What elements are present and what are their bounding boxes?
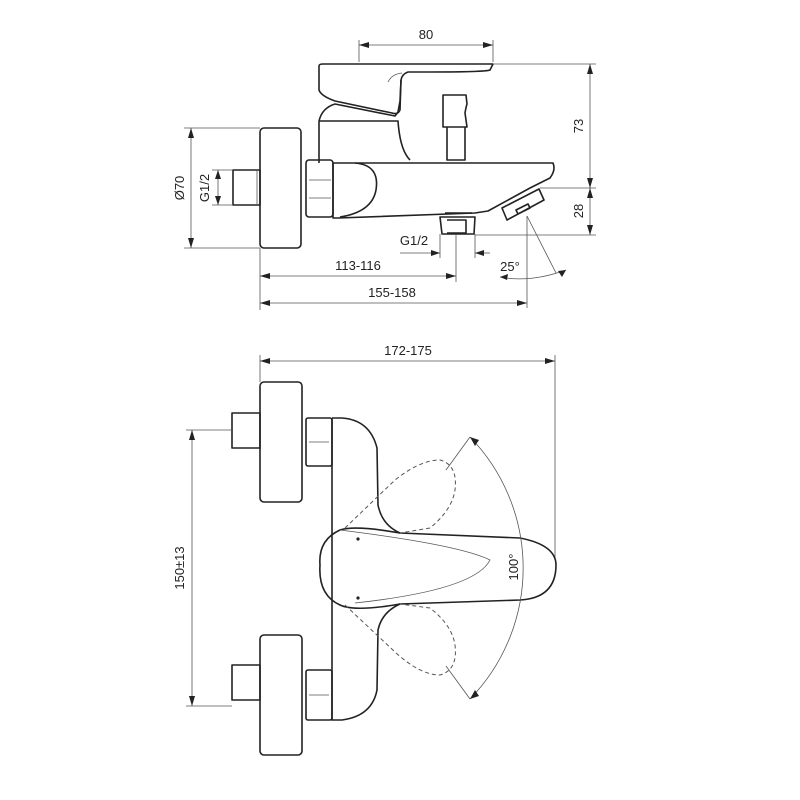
- upper-inlet-stub: [231, 412, 261, 449]
- dim-total-projection: 172-175: [384, 343, 432, 358]
- lever-rotated-up: [344, 459, 456, 534]
- dim-inlet-thread: G1/2: [197, 174, 212, 202]
- dim-outlet-distance: 113-116: [335, 258, 381, 273]
- dim-outlet-thread: G1/2: [400, 233, 428, 248]
- dim-spout-angle: 25°: [500, 259, 520, 274]
- aerator: [501, 188, 545, 221]
- hex-nut: [305, 159, 334, 218]
- dim-spout-height: 28: [571, 204, 586, 218]
- lever-rotated-down: [344, 603, 456, 676]
- mixer-body-top: [331, 417, 401, 721]
- outlet-connector: [439, 216, 476, 235]
- lower-inlet-stub: [231, 664, 261, 701]
- inlet-stub: [232, 169, 261, 206]
- dim-spout-projection: 155-158: [368, 285, 416, 300]
- lever-top: [319, 527, 557, 610]
- dim-lever-length: 80: [419, 27, 433, 42]
- top-view: 172-175 100° 150±13: [172, 343, 557, 756]
- dim-flange-diameter: Ø70: [172, 176, 187, 201]
- mixer-body: [332, 162, 555, 219]
- dim-inlet-centers: 150±13: [172, 546, 187, 589]
- diverter-knob: [442, 94, 468, 161]
- dim-height: 73: [571, 119, 586, 133]
- wall-flange: [259, 127, 302, 249]
- lower-wall-flange: [259, 634, 303, 756]
- upper-wall-flange: [259, 381, 303, 503]
- dim-lever-rotation: 100°: [506, 554, 521, 581]
- lever-handle: [318, 63, 494, 115]
- side-view: 80 73 28 Ø70 G1/2 G1/2 113-116: [172, 27, 596, 310]
